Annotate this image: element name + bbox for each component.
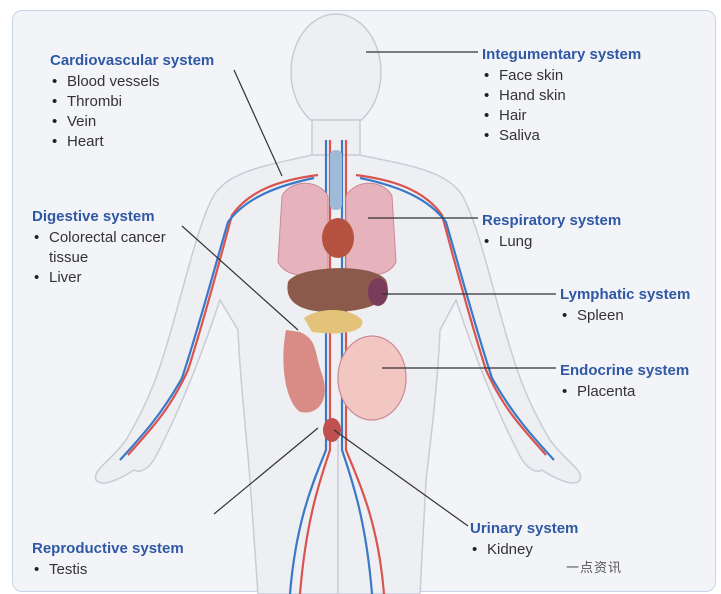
- system-item: Kidney: [470, 540, 578, 560]
- system-item: Heart: [50, 132, 214, 152]
- system-title: Integumentary system: [482, 46, 642, 63]
- label-respiratory-system: Respiratory system Lung: [482, 212, 621, 252]
- label-lymphatic-system: Lymphatic system Spleen: [560, 286, 690, 326]
- right-lung: [345, 182, 397, 276]
- bladder: [323, 418, 341, 442]
- system-title: Cardiovascular system: [50, 52, 215, 69]
- system-title: Lymphatic system: [560, 286, 691, 303]
- system-item: Liver: [32, 268, 177, 288]
- system-item: Hair: [482, 106, 641, 126]
- system-item: Spleen: [560, 306, 690, 326]
- system-item: Blood vessels: [50, 72, 214, 92]
- intestine: [283, 330, 325, 413]
- watermark: 一点资讯: [566, 560, 623, 575]
- label-endocrine-system: Endocrine system Placenta: [560, 362, 689, 402]
- label-reproductive-system: Reproductive system Testis: [32, 540, 184, 580]
- system-title: Respiratory system: [482, 212, 622, 229]
- label-urinary-system: Urinary system Kidney: [470, 520, 578, 560]
- pancreas: [304, 309, 363, 334]
- system-item: Saliva: [482, 126, 641, 146]
- system-item: Vein: [50, 112, 214, 132]
- system-item: Face skin: [482, 66, 641, 86]
- liver: [287, 268, 388, 312]
- heart: [322, 218, 354, 258]
- uterus-placenta: [337, 335, 407, 421]
- system-item: Lung: [482, 232, 621, 252]
- label-integumentary-system: Integumentary system Face skin Hand skin…: [482, 46, 641, 146]
- left-lung: [277, 182, 329, 276]
- label-digestive-system: Digestive system Colorectal cancer tissu…: [32, 208, 177, 288]
- system-item: Testis: [32, 560, 184, 580]
- system-title: Urinary system: [470, 520, 579, 537]
- system-item: Thrombi: [50, 92, 214, 112]
- trachea: [330, 150, 342, 210]
- system-title: Digestive system: [32, 208, 155, 225]
- system-item: Hand skin: [482, 86, 641, 106]
- spleen: [368, 278, 388, 306]
- organs: [277, 150, 407, 442]
- label-cardiovascular-system: Cardiovascular system Blood vessels Thro…: [50, 52, 214, 152]
- system-item: Placenta: [560, 382, 689, 402]
- system-item: Colorectal cancer tissue: [32, 228, 177, 268]
- system-title: Endocrine system: [560, 362, 690, 379]
- blood-vessels: [119, 140, 555, 594]
- system-title: Reproductive system: [32, 540, 184, 557]
- leader-lines: [181, 51, 556, 527]
